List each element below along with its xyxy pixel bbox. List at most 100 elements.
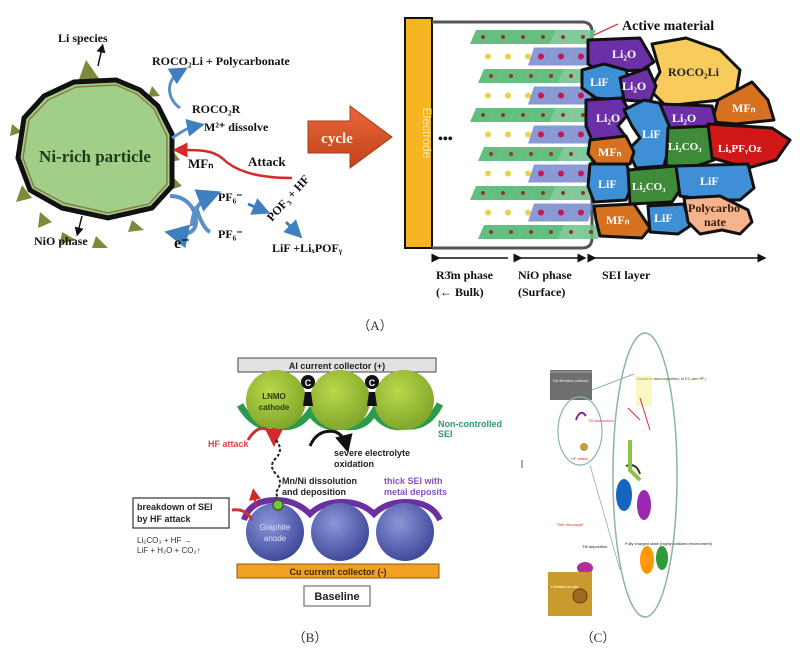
sei-grain-li2co3-2	[626, 164, 682, 206]
al-collector-label: Al current collector (+)	[289, 361, 385, 371]
grain-label: Polycarbo	[688, 201, 740, 215]
grain-label: Li₂O	[672, 111, 696, 125]
lattice-atom	[489, 74, 493, 78]
zoom-circle-small	[557, 396, 603, 466]
breakdown-up-arrow	[249, 488, 261, 507]
tm-deposit	[577, 562, 593, 574]
caption-c: （C）	[581, 630, 616, 645]
lithium-atom	[525, 209, 531, 216]
sei-grain-labels: Li₂O ROCO₂Li LiF Li₂O MFₙ Li₂O LiF Li₂O …	[590, 47, 762, 229]
cu-collector-label: Cu current collector (-)	[289, 567, 386, 577]
carbon-additive	[365, 375, 379, 389]
oxidation-arrow	[308, 429, 353, 453]
m-dissolve-label: M²⁺ dissolve	[204, 120, 269, 134]
mnni-label-1: Mn/Ni dissolution	[282, 476, 357, 486]
sei-grain-lif-4	[674, 162, 756, 202]
lattice-atom	[489, 152, 493, 156]
nio-phase-arrow	[74, 215, 84, 237]
lithium-atom	[525, 170, 531, 177]
sei-grains	[580, 36, 792, 240]
lattice-atom	[529, 230, 533, 234]
nickel-atom	[578, 92, 584, 99]
attack-arrow	[172, 142, 293, 180]
sei-grain-polycarbonate	[682, 194, 754, 236]
pof3-hf-label: POF₃ + HF	[264, 172, 313, 224]
lithium-atom	[485, 170, 491, 177]
reaction-line-1: Li₂CO₃ + HF →	[137, 536, 192, 545]
oxidative-decomposition-label: Oxidative decomposition of EC and PF₆⁻	[636, 376, 708, 381]
grain-label: Li₂CO₃	[632, 181, 666, 193]
electron-label: e⁻	[174, 235, 190, 252]
nickel-atom	[538, 209, 544, 216]
lattice-atom	[509, 74, 513, 78]
lithium-atom	[505, 170, 511, 177]
delithiated-cathode-block	[550, 370, 592, 400]
fully-charged-label: Fully charged state (highly oxidized env…	[625, 541, 713, 546]
pof3-to-lif-arrow	[283, 219, 303, 239]
grain-label: LiF	[642, 127, 661, 141]
lattice-atom	[589, 230, 593, 234]
lattice-atom	[561, 35, 565, 39]
mfn-label: MFₙ	[188, 156, 213, 171]
nio-phase-label: NiO phase	[34, 234, 88, 248]
lattice-atom	[521, 191, 525, 195]
nickel-atom	[578, 53, 584, 60]
rocor-to-rocoli-arrow	[167, 67, 188, 110]
anode-particle	[311, 503, 369, 561]
nickel-atom	[558, 131, 564, 138]
lithium-atom	[505, 131, 511, 138]
zoom-circle-large	[612, 332, 678, 618]
severe-oxidation-label-1: severe electrolyte	[334, 448, 410, 458]
rocor-label: ROCO₂R	[192, 102, 241, 116]
lithium-atom	[505, 92, 511, 99]
conductive-binder	[303, 392, 313, 406]
cu-collector-bar	[236, 563, 440, 579]
non-controlled-sei-label-1: Non-controlled	[438, 419, 502, 429]
nickel-atom	[578, 209, 584, 216]
lattice-atom	[541, 113, 545, 117]
lithium-graphite-icon	[572, 588, 588, 604]
non-controlled-sei-label-2: SEI	[438, 429, 453, 439]
sei-grain-mfn-2	[586, 134, 636, 166]
grain-label: Li₂O	[596, 111, 620, 125]
cycle-arrow: cycle	[307, 105, 393, 169]
attack-label: Attack	[248, 154, 286, 169]
lattice-atom	[561, 191, 565, 195]
lattice-atom	[529, 152, 533, 156]
active-material-pointer	[591, 23, 619, 37]
breakdown-box	[132, 497, 230, 529]
nickel-atom	[558, 92, 564, 99]
tm-dissolution-label: TM dissolution	[588, 418, 614, 423]
grain-label: MFₙ	[606, 213, 630, 227]
particle-label: Ni-rich particle	[39, 147, 151, 166]
anode-label-2: anode	[264, 534, 287, 543]
lattice-atom	[521, 35, 525, 39]
lattice-atom	[501, 113, 505, 117]
lattice-atom	[489, 230, 493, 234]
panel-a-sei-diagram: Electrode Active material •••	[404, 17, 792, 299]
lattice-atom	[501, 191, 505, 195]
electrode-label: Electrode	[420, 108, 434, 159]
thick-sei-label-1: thick SEI with	[384, 476, 443, 486]
nio-shell	[22, 84, 168, 214]
sei-grain-li2co3-1	[664, 124, 716, 168]
electron-arrow	[164, 194, 199, 249]
lattice-atom	[549, 74, 553, 78]
lithium-atom	[505, 209, 511, 216]
panel-a-particle: Ni-rich particle Li species NiO phase RO…	[10, 31, 343, 255]
li-species-label: Li species	[58, 31, 108, 45]
lithium-atom	[525, 53, 531, 60]
lattice-atom	[521, 113, 525, 117]
rocoli-label: ROCO₂Li + Polycarbonate	[152, 54, 290, 68]
breakdown-label-2: by HF attack	[137, 514, 192, 524]
lattice-atom	[561, 113, 565, 117]
metal-deposit	[272, 499, 284, 511]
grain-label: ROCO₂Li	[668, 65, 720, 79]
nickel-atom	[578, 170, 584, 177]
severe-oxidation-label-2: oxidation	[334, 459, 374, 469]
lattice-atom	[549, 152, 553, 156]
reaction-line-2: LiF + H₂O + CO₂↑	[137, 546, 201, 555]
grain-label: LiF	[700, 174, 719, 188]
sei-grain-li2o-2	[618, 66, 658, 104]
